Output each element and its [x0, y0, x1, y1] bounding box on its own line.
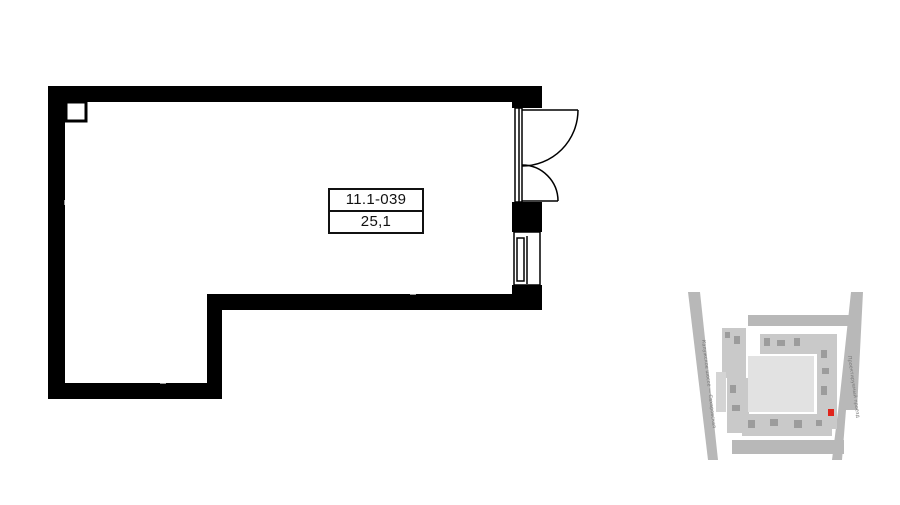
door-swing-icon: [514, 107, 579, 203]
wall-bottom-left: [48, 383, 222, 399]
wall-joints: [64, 200, 416, 384]
wall-top: [48, 86, 542, 102]
wall-right-bottom: [512, 285, 542, 310]
room-label: 11.1-039 25,1: [328, 188, 424, 234]
walls: [48, 86, 542, 399]
wall-right-pillar: [512, 202, 542, 232]
column-marker: [64, 100, 88, 123]
site-map: Калужское шоссе — Сахаровская Проектируе…: [688, 292, 863, 460]
wall-left: [48, 86, 65, 399]
unit-area: 25,1: [360, 213, 392, 230]
unit-number: 11.1-039: [330, 190, 422, 212]
wall-step-horizontal: [207, 294, 541, 310]
wall-step-vertical: [207, 294, 222, 399]
map-roads: [688, 292, 863, 460]
window-icon: [513, 231, 541, 286]
location-marker-icon: [828, 409, 834, 416]
wall-right-top: [512, 86, 542, 108]
map-building-details: [725, 332, 829, 428]
